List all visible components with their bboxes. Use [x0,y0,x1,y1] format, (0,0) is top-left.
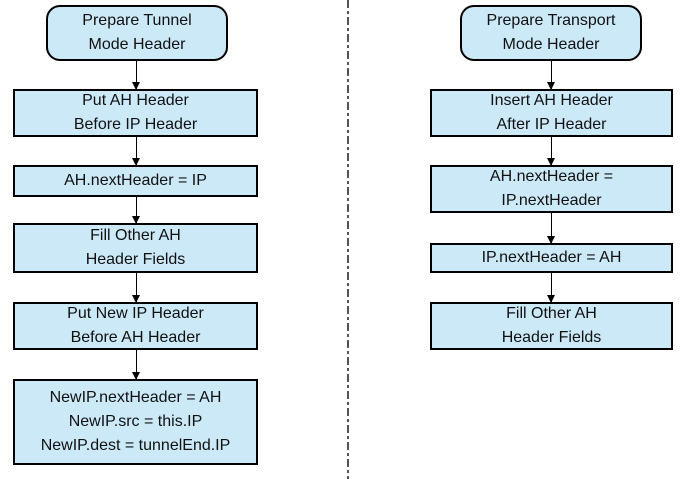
step-ip-nextheader-ah: IP.nextHeader = AH [430,243,673,273]
step-fill-other-ah-header-fields-right: Fill Other AH Header Fields [430,302,673,350]
step-put-ah-header-before-ip-header: Put AH Header Before IP Header [13,89,258,137]
column-divider [347,0,349,479]
arrow-down-icon [131,273,140,303]
arrow-down-icon [131,61,140,90]
step-put-new-ip-header-before-ah-header: Put New IP Header Before AH Header [13,302,258,350]
arrow-down-icon [131,197,140,224]
step-fill-other-ah-header-fields-left: Fill Other AH Header Fields [13,223,258,273]
step-ah-nextheader-ip-nextheader: AH.nextHeader = IP.nextHeader [430,165,673,213]
step-newip-assignments: NewIP.nextHeader = AH NewIP.src = this.I… [13,379,258,465]
arrow-down-icon [131,350,140,380]
terminator-prepare-tunnel-mode-header: Prepare Tunnel Mode Header [46,5,228,61]
step-ah-nextheader-ip: AH.nextHeader = IP [13,165,258,197]
terminator-prepare-transport-mode-header: Prepare Transport Mode Header [460,5,642,61]
arrow-down-icon [546,213,555,244]
arrow-down-icon [546,273,555,303]
arrow-down-icon [546,61,555,90]
step-insert-ah-header-after-ip-header: Insert AH Header After IP Header [430,89,673,137]
arrow-down-icon [131,137,140,166]
arrow-down-icon [546,137,555,166]
